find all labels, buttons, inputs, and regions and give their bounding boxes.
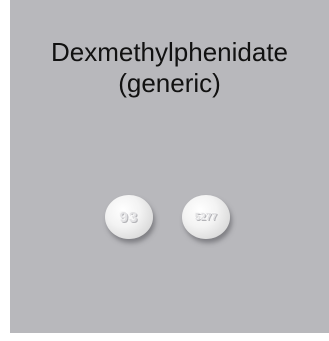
drug-type-line: (generic) xyxy=(118,68,221,98)
pill-imprint: 5277 xyxy=(194,211,218,223)
pill-left: 93 xyxy=(105,195,153,239)
drug-name-title: Dexmethylphenidate (generic) xyxy=(10,37,329,99)
drug-name-line: Dexmethylphenidate xyxy=(50,37,289,67)
pill-image-panel: Dexmethylphenidate (generic) 93 5277 xyxy=(10,0,329,333)
pill-imprint: 93 xyxy=(119,208,139,226)
pill-right: 5277 xyxy=(182,195,230,239)
